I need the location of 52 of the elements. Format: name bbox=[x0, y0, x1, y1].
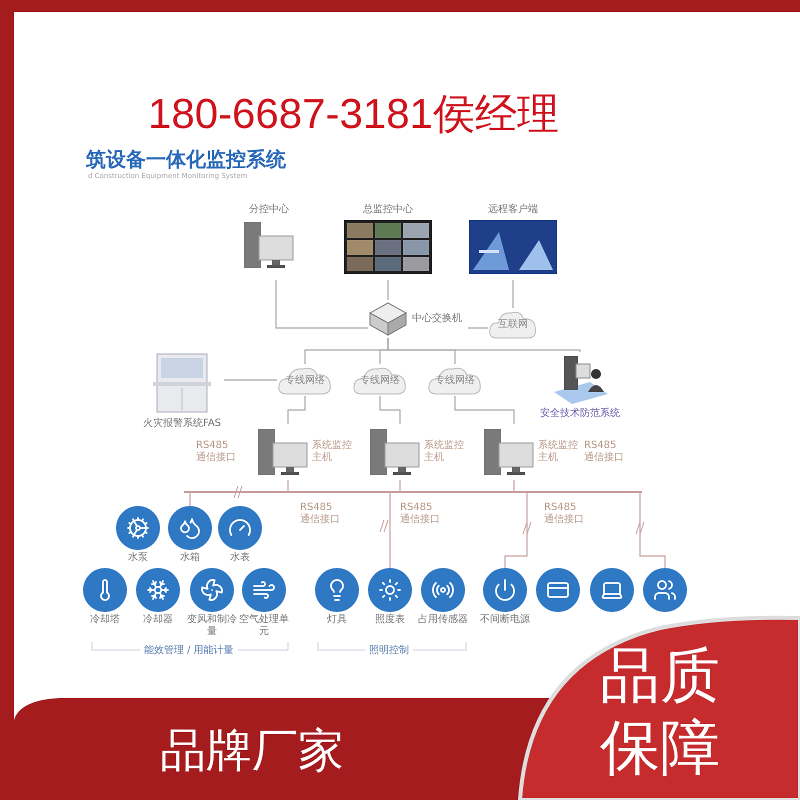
node-label: 火灾报警系统FAS bbox=[142, 418, 222, 430]
connector-line bbox=[387, 280, 389, 300]
node-label: 系统监控主机 bbox=[538, 440, 579, 464]
node-label: 水泵 bbox=[127, 552, 149, 564]
node-label: 水表 bbox=[229, 552, 251, 564]
node-label: 安全技术防范系统 bbox=[540, 408, 620, 420]
connector-line bbox=[275, 280, 368, 329]
node-label: 总监控中心 bbox=[363, 204, 413, 216]
connector-line bbox=[389, 493, 391, 568]
connector-line bbox=[468, 327, 488, 329]
connector-line bbox=[379, 396, 401, 424]
node-label: 空气处理单元 bbox=[238, 614, 290, 638]
connector-line bbox=[189, 493, 191, 506]
connector-line bbox=[513, 480, 515, 491]
node-label: 分控中心 bbox=[249, 204, 289, 216]
connector-line bbox=[287, 480, 289, 491]
node-label: 冷却塔 bbox=[89, 614, 121, 626]
node-label: 专线网络 bbox=[360, 374, 400, 387]
node-label: 互联网 bbox=[498, 318, 528, 331]
diagram-title: 筑设备一体化监控系统 bbox=[86, 146, 286, 172]
connector-line bbox=[387, 338, 581, 352]
group-caption: 能效管理 / 用能计量 bbox=[140, 643, 238, 657]
connector-line bbox=[224, 379, 277, 381]
node-label: 专线网络 bbox=[435, 374, 475, 387]
interface-note: RS485 通信接口 bbox=[400, 502, 441, 526]
node-label: 灯具 bbox=[326, 614, 348, 626]
banner-text: 品牌厂家 bbox=[160, 722, 344, 779]
interface-note: RS485 通信接口 bbox=[196, 440, 237, 464]
connector-line bbox=[504, 493, 528, 568]
connector-line bbox=[454, 396, 515, 424]
node-label: 冷却器 bbox=[142, 614, 174, 626]
connector-line bbox=[512, 280, 514, 308]
node-label: 水箱 bbox=[179, 552, 201, 564]
bus-line bbox=[184, 491, 642, 493]
node-label: 照度表 bbox=[374, 614, 406, 626]
banner-text: 品质保障 bbox=[600, 640, 721, 784]
node-label: 占用传感器 bbox=[417, 614, 469, 626]
phone-number: 180-6687-3181侯经理 bbox=[148, 89, 559, 139]
node-label: 远程客户端 bbox=[488, 204, 538, 216]
node-label: 系统监控主机 bbox=[312, 440, 353, 464]
interface-note: RS485 通信接口 bbox=[300, 502, 341, 526]
node-label: 专线网络 bbox=[285, 374, 325, 387]
node-label: 中心交换机 bbox=[412, 313, 462, 325]
interface-note: RS485 通信接口 bbox=[544, 502, 585, 526]
connector-line bbox=[287, 396, 306, 424]
node-label: 不间断电源 bbox=[479, 614, 531, 626]
connector-line bbox=[639, 493, 666, 568]
node-label: 系统监控主机 bbox=[424, 440, 465, 464]
connector-line bbox=[399, 480, 401, 491]
group-caption: 照明控制 bbox=[365, 643, 413, 657]
interface-note: RS485 通信接口 bbox=[584, 440, 625, 464]
node-label: 变风和制冷量 bbox=[186, 614, 238, 638]
